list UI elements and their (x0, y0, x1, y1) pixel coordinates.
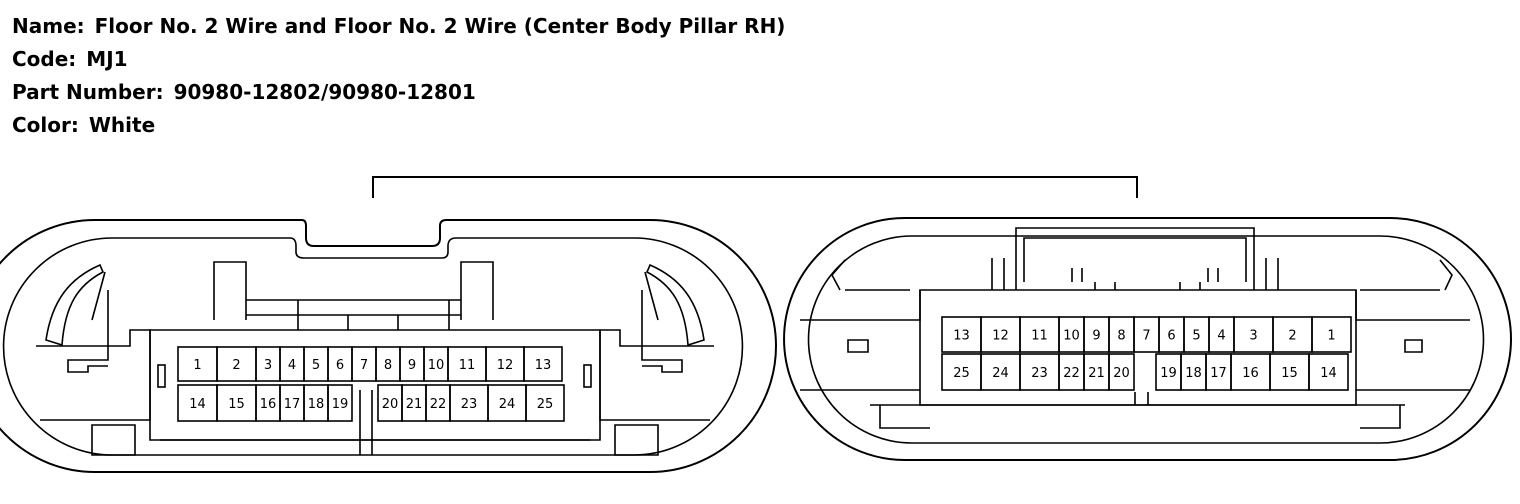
right-pin-25: 25 (953, 366, 970, 381)
code-line: Code: MJ1 (12, 43, 785, 76)
left-pin-15: 15 (228, 397, 245, 412)
left-cavity-25 (525, 384, 565, 422)
right-pin-23: 23 (1031, 366, 1048, 381)
right-side-walls (800, 290, 1470, 391)
left-pin-4: 4 (288, 358, 296, 373)
right-ear-left (831, 259, 910, 291)
right-pin-5: 5 (1192, 329, 1200, 344)
right-pin-8: 8 (1117, 329, 1125, 344)
left-pin-18: 18 (308, 397, 325, 412)
right-cavity-frame (919, 289, 1357, 406)
left-pin-22: 22 (430, 397, 447, 412)
left-lug-right (460, 261, 494, 320)
left-ear-left (45, 263, 109, 373)
left-pin-1: 1 (193, 358, 201, 373)
right-top-latch (1015, 227, 1255, 290)
right-pin-17: 17 (1210, 366, 1227, 381)
left-pin-25: 25 (537, 397, 554, 412)
part-number-line: Part Number: 90980-12802/90980-12801 (12, 76, 785, 109)
left-pin-8: 8 (384, 358, 392, 373)
left-ear-right (641, 263, 705, 373)
name-label: Name: (12, 14, 85, 38)
right-pin-6: 6 (1167, 329, 1175, 344)
left-pin-5: 5 (312, 358, 320, 373)
left-pin-19: 19 (332, 397, 349, 412)
left-pin-7: 7 (360, 358, 368, 373)
left-pin-9: 9 (408, 358, 416, 373)
left-lug-left (213, 261, 247, 320)
right-pin-3: 3 (1249, 329, 1257, 344)
right-pin-12: 12 (992, 329, 1009, 344)
left-cavity-floor (91, 390, 659, 456)
left-housing-outline (0, 219, 777, 473)
name-line: Name: Floor No. 2 Wire and Floor No. 2 Wi… (12, 10, 785, 43)
left-cavity-19 (327, 384, 353, 422)
left-pin-24: 24 (499, 397, 516, 412)
color-label: Color: (12, 113, 79, 137)
left-pin-12: 12 (497, 358, 514, 373)
part-number-value: 90980-12802/90980-12801 (173, 80, 476, 104)
right-pin-16: 16 (1242, 366, 1259, 381)
left-top-rail (246, 299, 461, 330)
right-cavity-floor (870, 392, 1405, 429)
left-pin-16: 16 (260, 397, 277, 412)
right-pin-24: 24 (992, 366, 1009, 381)
right-pin-20: 20 (1113, 366, 1130, 381)
left-pin-3: 3 (264, 358, 272, 373)
name-value: Floor No. 2 Wire and Floor No. 2 Wire (C… (94, 14, 786, 38)
right-pin-2: 2 (1288, 329, 1296, 344)
left-cavity-13 (523, 346, 563, 382)
code-label: Code: (12, 47, 77, 71)
left-cavity-frame (149, 329, 601, 441)
right-pin-22: 22 (1063, 366, 1080, 381)
right-cavity-1 (1311, 316, 1352, 353)
left-pin-6: 6 (336, 358, 344, 373)
left-pin-17: 17 (284, 397, 301, 412)
right-lugs (991, 258, 1279, 290)
left-pin-13: 13 (535, 358, 552, 373)
left-housing-inner (2, 237, 744, 456)
left-pin-14: 14 (189, 397, 206, 412)
right-housing-inner (807, 235, 1485, 444)
left-pin-2: 2 (232, 358, 240, 373)
right-pin-7: 7 (1142, 329, 1150, 344)
right-pin-9: 9 (1092, 329, 1100, 344)
right-pin-13: 13 (953, 329, 970, 344)
left-side-wall-r (599, 329, 714, 421)
right-pin-4: 4 (1217, 329, 1225, 344)
left-pin-20: 20 (382, 397, 399, 412)
right-pin-21: 21 (1088, 366, 1105, 381)
part-number-label: Part Number: (12, 80, 164, 104)
color-value: White (88, 113, 156, 137)
right-pin-11: 11 (1031, 329, 1048, 344)
connector-info: Name: Floor No. 2 Wire and Floor No. 2 Wi… (12, 10, 785, 142)
right-housing-outline (783, 217, 1512, 461)
color-line: Color: White (12, 109, 785, 142)
left-pin-23: 23 (461, 397, 478, 412)
right-pin-10: 10 (1063, 329, 1080, 344)
connector-pair-bracket (372, 176, 1138, 198)
left-key-slot-right (583, 364, 592, 388)
left-side-wall-l (36, 329, 151, 421)
right-pin-1: 1 (1327, 329, 1335, 344)
right-pin-19: 19 (1160, 366, 1177, 381)
code-value: MJ1 (86, 47, 128, 71)
left-pin-10: 10 (428, 358, 445, 373)
right-cavity-20 (1108, 353, 1135, 391)
right-ear-right (1360, 259, 1453, 291)
left-pin-21: 21 (406, 397, 423, 412)
right-pin-15: 15 (1281, 366, 1298, 381)
right-pin-18: 18 (1185, 366, 1202, 381)
left-pin-11: 11 (459, 358, 476, 373)
right-cavity-14 (1308, 353, 1349, 391)
left-key-slot-left (157, 364, 166, 388)
right-pin-14: 14 (1320, 366, 1337, 381)
